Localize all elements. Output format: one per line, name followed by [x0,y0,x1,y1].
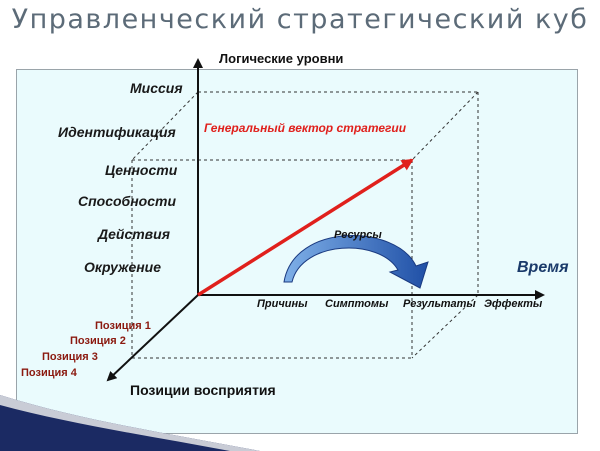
cube-edge-top-diag-right [411,91,479,161]
depth-axis-title: Позиции восприятия [130,382,276,398]
depth-axis [106,294,199,382]
level-label-capabilities: Способности [78,193,177,209]
position-label-3: Позиция 3 [42,351,98,363]
time-tick-results: Результаты [403,298,476,310]
time-tick-symptoms: Симптомы [325,298,389,310]
time-tick-causes: Причины [257,298,308,310]
resources-label: Ресурсы [334,229,382,241]
level-label-actions: Действия [98,226,170,242]
level-label-environment: Окружение [84,259,162,275]
axes [106,58,545,382]
resources-curved-arrow [283,235,429,289]
level-label-values: Ценности [105,162,178,178]
corner-swoosh-decoration [0,395,260,451]
strategy-vector [197,158,414,297]
position-label-4: Позиция 4 [21,367,77,379]
strategy-vector-label: Генеральный вектор стратегии [204,121,407,135]
level-label-mission: Миссия [130,80,183,96]
position-label-2: Позиция 2 [70,335,126,347]
vertical-axis-title: Логические уровни [219,51,344,66]
horizontal-axis-title: Время [517,259,569,276]
level-label-identity: Идентификация [58,124,176,140]
time-tick-effects: Эффекты [484,298,543,310]
slide-title: Управленческий стратегический куб [11,4,589,35]
cube-edge-top-diag-left [131,91,199,161]
position-label-1: Позиция 1 [95,320,151,332]
